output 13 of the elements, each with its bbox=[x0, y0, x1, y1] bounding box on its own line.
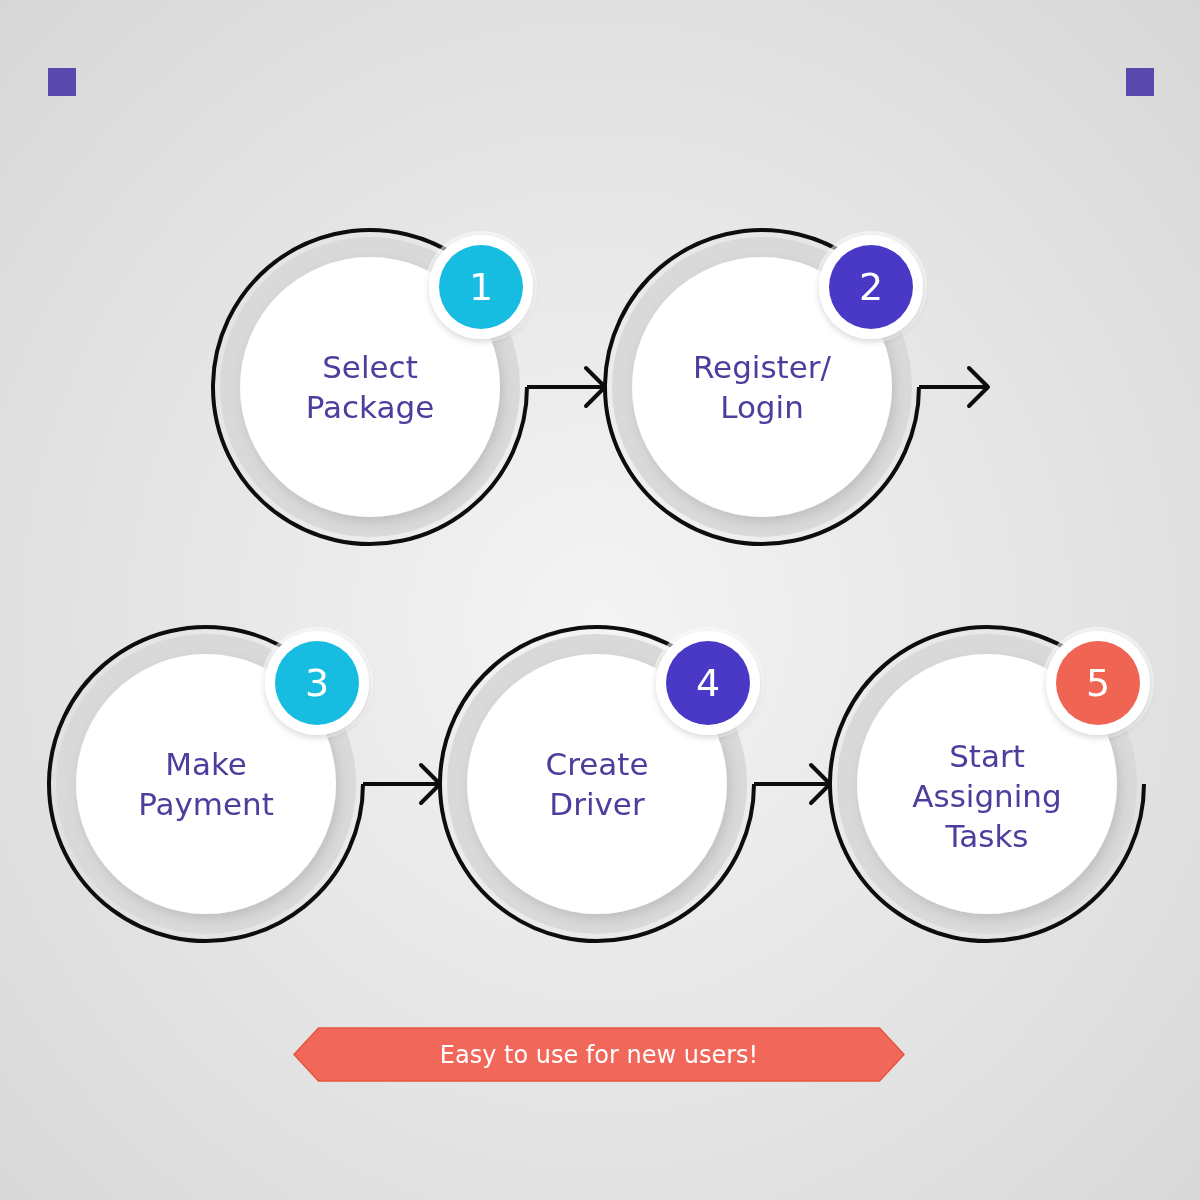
step-number: 4 bbox=[695, 661, 721, 705]
step-label: Start Assigning Tasks bbox=[911, 737, 1063, 856]
step-label: Make Payment bbox=[137, 745, 275, 824]
step-label: Create Driver bbox=[544, 745, 650, 824]
step-number: 2 bbox=[858, 265, 884, 309]
banner-text: Easy to use for new users! bbox=[439, 1039, 759, 1070]
step-label: Register/ Login bbox=[691, 348, 833, 427]
step-number: 1 bbox=[468, 265, 494, 309]
step-number: 3 bbox=[304, 661, 330, 705]
banner bbox=[293, 1027, 905, 1082]
step-label: Select Package bbox=[304, 348, 436, 427]
step-number: 5 bbox=[1085, 661, 1111, 705]
flow-arrow bbox=[919, 366, 990, 408]
